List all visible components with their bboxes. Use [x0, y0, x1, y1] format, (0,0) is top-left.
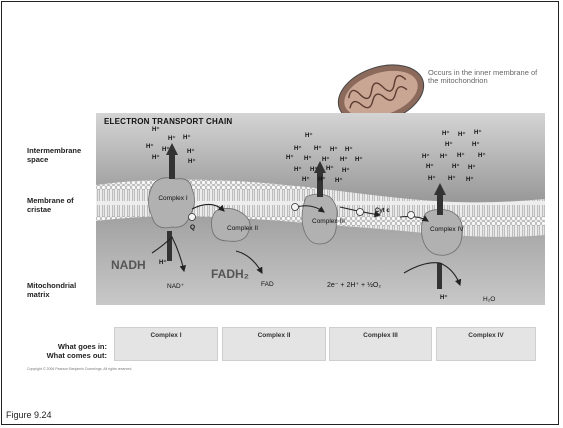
cytc-label: Cyt c — [375, 208, 390, 214]
nadh-label: NADH — [111, 258, 146, 272]
proton-label: H⁺ — [428, 175, 436, 182]
intermembrane-label: Intermembrane space — [27, 146, 85, 164]
equation-label: 2e⁻ + 2H⁺ + ½O₂ — [327, 281, 381, 289]
fad-label: FAD — [261, 281, 274, 288]
proton-label: H⁺ — [478, 152, 486, 159]
proton-label: H⁺ — [448, 175, 456, 182]
proton-label: H⁺ — [440, 294, 448, 301]
proton-label: H⁺ — [340, 156, 348, 163]
proton-label: H⁺ — [345, 146, 353, 153]
membrane-label: Membrane of cristae — [27, 196, 81, 214]
proton-label: H⁺ — [314, 145, 322, 152]
complex-ii-box: Complex II — [222, 327, 326, 361]
proton-label: H⁺ — [326, 165, 334, 172]
complex-i-label: Complex I — [158, 195, 188, 202]
fadh2-label: FADH₂ — [211, 267, 249, 281]
goes-in-label: What goes in: — [17, 342, 107, 351]
proton-label: H⁺ — [152, 154, 160, 161]
proton-label: H⁺ — [310, 166, 318, 173]
proton-label: H⁺ — [318, 176, 326, 183]
proton-label: H⁺ — [305, 132, 313, 139]
proton-label: H⁺ — [442, 130, 450, 137]
proton-label: H⁺ — [159, 259, 167, 266]
proton-label: H⁺ — [458, 131, 466, 138]
proton-label: H⁺ — [422, 153, 430, 160]
complex-iii-box: Complex III — [329, 327, 432, 361]
nad-label: NAD⁺ — [167, 282, 184, 290]
proton-label: H⁺ — [330, 146, 338, 153]
proton-label: H⁺ — [474, 129, 482, 136]
proton-label: H⁺ — [162, 146, 170, 153]
q-label: Q — [190, 224, 195, 231]
proton-label: H⁺ — [466, 176, 474, 183]
mitochondrion-caption: Occurs in the inner membrane of the mito… — [428, 69, 548, 85]
proton-label: H⁺ — [187, 148, 195, 155]
etc-title: ELECTRON TRANSPORT CHAIN — [104, 117, 232, 126]
comes-out-label: What comes out: — [17, 351, 107, 360]
proton-label: H⁺ — [335, 177, 343, 184]
complex-iv-box: Complex IV — [436, 327, 536, 361]
proton-label: H⁺ — [468, 164, 476, 171]
proton-label: H⁺ — [286, 154, 294, 161]
proton-label: H⁺ — [183, 134, 191, 141]
proton-label: H⁺ — [440, 153, 448, 160]
proton-label: H⁺ — [152, 126, 160, 133]
proton-label: H⁺ — [472, 141, 480, 148]
proton-label: H⁺ — [342, 167, 350, 174]
water-label: H₂O — [483, 296, 495, 303]
proton-label: H⁺ — [168, 135, 176, 142]
proton-label: H⁺ — [294, 166, 302, 173]
proton-label: H⁺ — [294, 145, 302, 152]
proton-label: H⁺ — [304, 155, 312, 162]
complex-ii-label: Complex II — [227, 225, 257, 232]
complex-i-box: Complex I — [114, 327, 218, 361]
proton-label: H⁺ — [146, 143, 154, 150]
proton-label: H⁺ — [188, 158, 196, 165]
complex-iii-label: Complex III — [312, 218, 344, 225]
proton-label: H⁺ — [355, 156, 363, 163]
proton-label: H⁺ — [426, 163, 434, 170]
copyright-text: Copyright © 2006 Pearson Benjamin Cummin… — [27, 367, 132, 371]
matrix-label: Mitochondrial matrix — [27, 281, 85, 299]
proton-label: H⁺ — [452, 163, 460, 170]
complex-iv-label: Complex IV — [430, 226, 462, 233]
proton-label: H⁺ — [457, 152, 465, 159]
proton-label: H⁺ — [322, 156, 330, 163]
proton-label: H⁺ — [445, 141, 453, 148]
proton-label: H⁺ — [302, 176, 310, 183]
figure-label: Figure 9.24 — [6, 410, 52, 420]
